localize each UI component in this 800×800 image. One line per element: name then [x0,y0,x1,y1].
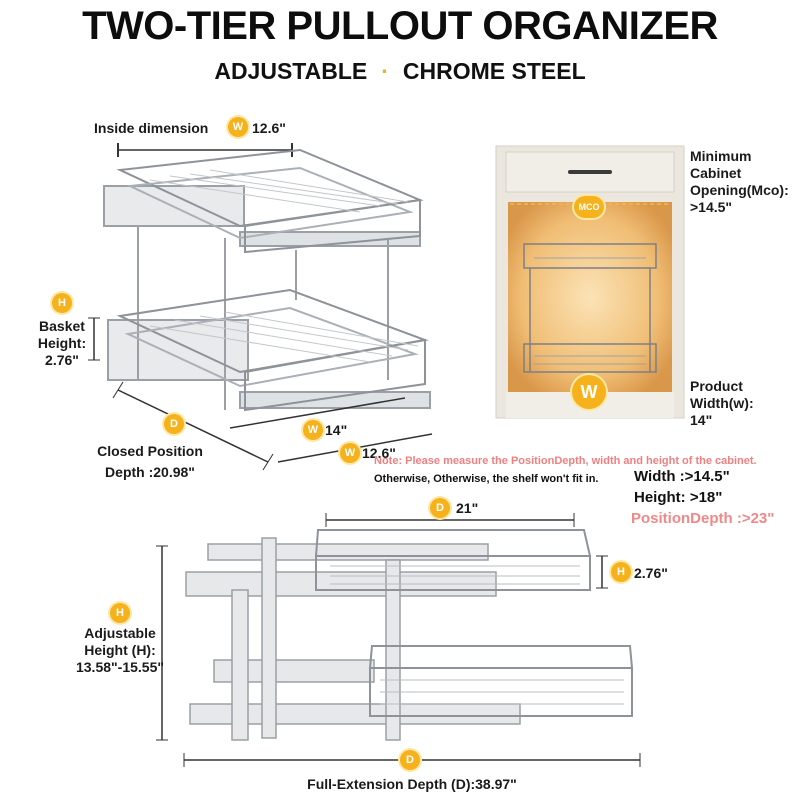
product-width-value: 14" [690,412,713,428]
d-badge-icon: D [164,414,184,434]
note-line-2: Otherwise, Otherwise, the shelf won't fi… [374,473,599,485]
adjustable-height-label: Adjustable Height (H): 13.58"-15.55" [75,625,164,675]
product-width-label: Product Width(w): 14" [690,378,754,428]
depth-21-value: 21" [456,500,479,516]
w-badge-icon: W [340,443,360,463]
h-badge-icon: H [611,562,631,582]
height-requirement: Height: >18" [634,489,723,506]
width-12-6-value: 12.6" [362,445,396,461]
page-title: TWO-TIER PULLOUT ORGANIZER [82,4,718,48]
d-badge-icon: D [400,750,420,770]
inside-dimension-label: Inside dimension [94,120,209,136]
mco-badge-icon: MCO [574,196,604,218]
full-extension-label: Full-Extension Depth (D):38.97" [307,776,517,792]
mco-value: >14.5" [690,199,733,215]
width-14-value: 14" [325,422,348,438]
depth-requirement: PositionDepth :>23" [631,510,775,527]
note-line-1: Note: Please measure the PositionDepth, … [374,455,757,467]
width-requirement: Width :>14.5" [634,468,730,485]
subtitle-adjustable: ADJUSTABLE [214,58,368,84]
h-badge-icon: H [110,603,130,623]
inside-dimension-value: 12.6" [252,120,286,136]
d-badge-icon: D [430,498,450,518]
w-badge-icon: W [303,420,323,440]
mco-label: Minimum Cabinet Opening(Mco): >14.5" [690,148,789,215]
subtitle-dot: · [381,58,389,84]
basket-height-label: Basket Height: 2.76" [30,318,94,369]
w-badge-icon: W [228,117,248,137]
basket-h-value: 2.76" [634,565,668,581]
h-badge-icon: H [52,293,72,313]
closed-depth-label: Closed Position Depth :20.98" [97,443,203,480]
subtitle-chrome-steel: CHROME STEEL [402,58,586,84]
w-badge-icon: W [572,375,606,409]
page-subtitle: ADJUSTABLE · CHROME STEEL [0,58,800,85]
basket-height-value: 2.76" [45,352,79,368]
